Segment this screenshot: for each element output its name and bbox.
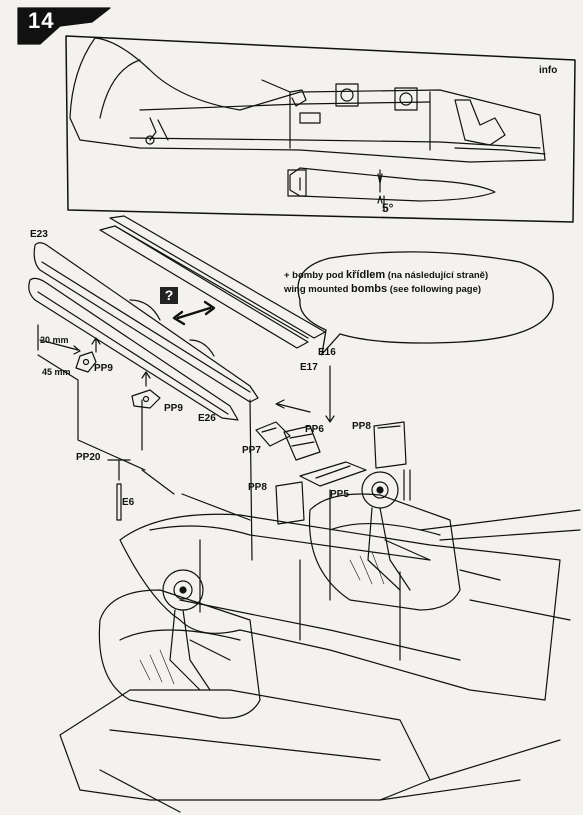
double-arrow — [172, 300, 216, 326]
part-label-pp7: PP7 — [242, 445, 261, 456]
nacelle-right — [308, 493, 461, 611]
interior-bulkhead — [289, 91, 431, 151]
window-detail — [335, 83, 359, 107]
torpedo-outline — [289, 167, 496, 202]
part-label-pp8-b: PP8 — [248, 482, 267, 493]
step-number: 14 — [28, 8, 55, 33]
note-line-en: wing mounted bombs (see following page) — [284, 282, 482, 295]
gun-mount — [261, 79, 307, 107]
part-label-pp8-a: PP8 — [352, 421, 371, 432]
note-line-cz: + bomby pod křídlem (na následující stra… — [284, 269, 489, 281]
step-badge — [17, 7, 111, 45]
dimension-label-45mm: 45 mm — [42, 367, 71, 377]
part-label-e16: E16 — [318, 347, 336, 358]
part-pp6 — [283, 425, 321, 461]
wing-panel-e17 — [99, 225, 309, 349]
part-label-pp9-b: PP9 — [164, 403, 183, 414]
part-pp9-a — [75, 351, 97, 373]
wing-section-e26 — [28, 277, 239, 421]
dimension-line-20 — [37, 324, 81, 355]
info-frame — [65, 35, 576, 223]
part-label-pp9-a: PP9 — [94, 363, 113, 374]
part-label-pp6: PP6 — [305, 424, 324, 435]
nacelle-left — [98, 589, 261, 719]
fuselage-bottom — [119, 513, 561, 701]
part-pp7 — [255, 421, 291, 447]
part-e6 — [116, 483, 122, 521]
part-label-pp20: PP20 — [76, 452, 101, 463]
part-label-pp5: PP5 — [330, 489, 349, 500]
part-label-e23: E23 — [30, 229, 48, 240]
part-label-e17: E17 — [300, 362, 318, 373]
angle-label: 5° — [382, 201, 394, 215]
wing-bombs-note: + bomby pod křídlem (na následující stra… — [284, 269, 546, 297]
help-icon: ? — [160, 287, 178, 304]
part-pp5 — [299, 461, 367, 487]
part-pp8-b — [275, 481, 305, 525]
rear-mechanism — [454, 99, 506, 146]
part-pp8-a — [373, 421, 407, 469]
part-pp9-b — [131, 389, 161, 409]
part-pp20 — [107, 459, 131, 481]
wing-section-e23 — [33, 242, 259, 403]
dimension-line-45 — [37, 354, 146, 471]
part-label-e26: E26 — [198, 413, 216, 424]
part-label-e6: E6 — [122, 497, 135, 508]
info-label: info — [539, 65, 558, 76]
fuselage-outline — [69, 37, 546, 163]
dimension-label-20mm: 20 mm — [40, 335, 69, 345]
